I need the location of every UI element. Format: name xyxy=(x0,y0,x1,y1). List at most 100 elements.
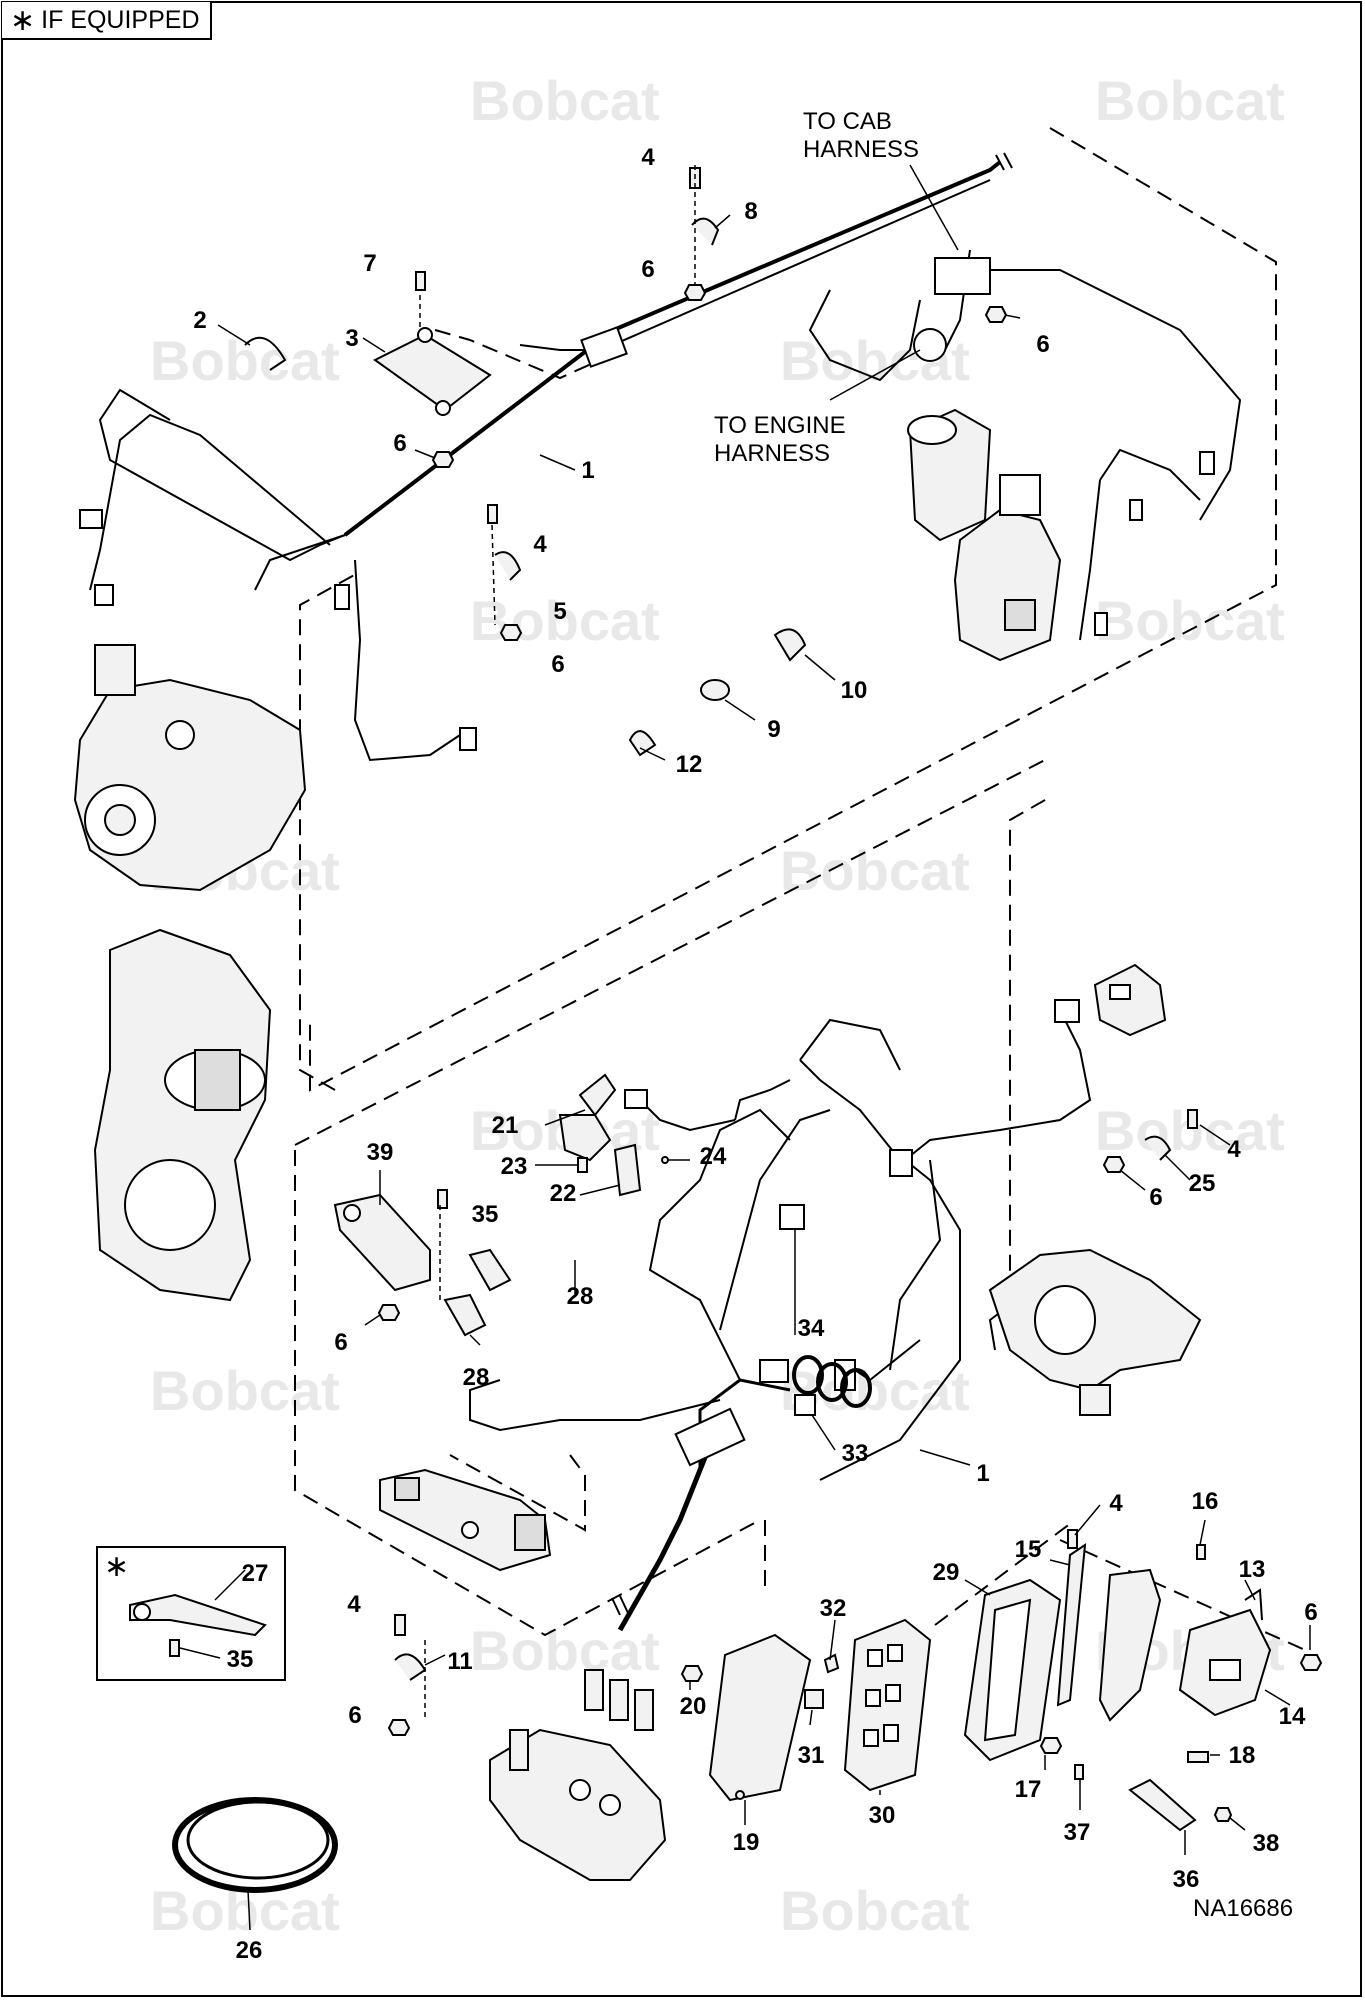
nut-6 xyxy=(1299,1654,1323,1671)
watermark-text: Bobcat xyxy=(150,329,340,392)
part-label: 39 xyxy=(367,1139,394,1166)
clip-12 xyxy=(628,730,657,757)
part-label: 13 xyxy=(1239,1556,1266,1583)
coil-loop xyxy=(792,1355,824,1395)
bracket-plate xyxy=(1098,1568,1162,1722)
to-engine-label-2: HARNESS xyxy=(714,440,830,467)
middle-diagonal-dash xyxy=(294,759,1046,1146)
valve-solenoid xyxy=(514,1514,546,1551)
loom-tubing xyxy=(172,1797,338,1893)
solenoid-terminal xyxy=(1004,599,1036,631)
to-cab-label: TO CAB xyxy=(803,108,892,135)
leader-9 xyxy=(724,699,756,721)
solenoid-lead-lower xyxy=(1079,479,1101,641)
part-label: 14 xyxy=(1279,1703,1306,1730)
clip-2 xyxy=(244,336,287,371)
watermark-text: Bobcat xyxy=(1095,589,1285,652)
part-label: 35 xyxy=(472,1201,499,1228)
bolt-7 xyxy=(415,271,426,291)
valve-body xyxy=(379,1468,552,1572)
part-label: 27 xyxy=(242,1560,269,1587)
harness-connectors xyxy=(79,257,1215,751)
part-label: 29 xyxy=(933,1559,960,1586)
valve-port-hole xyxy=(461,1521,479,1539)
harness-trunk-edge xyxy=(589,179,991,356)
valve-spool xyxy=(634,1689,654,1731)
fuse-slot xyxy=(887,1644,903,1662)
leader-10 xyxy=(804,654,836,681)
part-label: 4 xyxy=(1227,1136,1241,1163)
leader-33 xyxy=(811,1414,836,1451)
wire-top-loop xyxy=(799,1018,901,1071)
bolt-18 xyxy=(1187,1751,1209,1763)
wire-connector-b xyxy=(639,1099,736,1132)
drawing-number: NA16686 xyxy=(1193,1895,1293,1922)
fuse-slot xyxy=(863,1729,879,1747)
watermark-text: Bobcat xyxy=(470,69,660,132)
wire-headlight xyxy=(904,1009,1092,1161)
part-label: 6 xyxy=(348,1702,361,1729)
relay-31 xyxy=(804,1689,824,1709)
watermark-text: Bobcat xyxy=(1095,1099,1285,1162)
part-label: 23 xyxy=(501,1153,528,1180)
module-mount xyxy=(435,400,451,416)
leader-engine xyxy=(829,349,921,401)
module-dash xyxy=(434,329,601,380)
leader-29 xyxy=(964,1579,991,1596)
watermark-text: Bobcat xyxy=(470,589,660,652)
part-label: 37 xyxy=(1064,1819,1091,1846)
nut-20 xyxy=(680,1665,704,1682)
valve-spool xyxy=(584,1669,604,1711)
harness-connector xyxy=(1054,999,1080,1023)
part-label: 6 xyxy=(1149,1184,1162,1211)
nut-38 xyxy=(1213,1807,1233,1822)
badge-label: IF EQUIPPED xyxy=(41,6,200,34)
clamp-11 xyxy=(394,1653,427,1681)
harness-lower-trunk xyxy=(343,346,592,537)
bracket-36 xyxy=(1128,1778,1197,1832)
part-label: 7 xyxy=(363,250,376,277)
nut-6 xyxy=(1102,1156,1126,1173)
to-engine-label: TO ENGINE xyxy=(714,412,846,439)
block-30 xyxy=(843,1618,932,1792)
part-label: 35 xyxy=(227,1646,254,1673)
fuse-dash xyxy=(934,1519,1076,1626)
starter-drive xyxy=(1079,1384,1111,1416)
part-label: 11 xyxy=(447,1648,472,1675)
part-label: 6 xyxy=(1304,1599,1317,1626)
coil-loop xyxy=(840,1368,872,1408)
wire-right xyxy=(819,1159,961,1481)
pump-connector xyxy=(79,509,103,529)
nut-17 xyxy=(1039,1737,1063,1754)
screw-37 xyxy=(1074,1764,1084,1780)
harness-break xyxy=(995,152,1013,171)
leader-2 xyxy=(217,324,251,346)
part-label: 31 xyxy=(798,1742,825,1769)
leader-38 xyxy=(1229,1817,1246,1831)
base-recess xyxy=(983,1598,1032,1742)
bracket-15 xyxy=(1056,1542,1087,1707)
valve-spool xyxy=(509,1729,529,1771)
cover-19 xyxy=(708,1633,812,1802)
module-mount xyxy=(417,327,433,343)
light-lens xyxy=(1109,984,1131,1000)
solenoid-connector xyxy=(1129,499,1143,521)
part-label: 4 xyxy=(641,144,655,171)
starter-solenoid xyxy=(907,408,1062,662)
wire-up xyxy=(719,1109,831,1331)
inset-asterisk: ∗ xyxy=(104,1550,129,1583)
drive-motor xyxy=(93,928,272,1302)
part-label: 2 xyxy=(193,307,206,334)
part-label: 8 xyxy=(744,198,757,225)
valve-port xyxy=(394,1477,420,1501)
fuse-slot xyxy=(885,1684,901,1702)
fuse-slot xyxy=(865,1689,881,1707)
leader-14 xyxy=(1264,1689,1291,1706)
part-label: 6 xyxy=(1036,331,1049,358)
controller-connector xyxy=(1209,1659,1241,1681)
nut-6 xyxy=(431,451,455,468)
leader-13 xyxy=(1244,1579,1256,1601)
leader-25 xyxy=(1164,1154,1191,1181)
